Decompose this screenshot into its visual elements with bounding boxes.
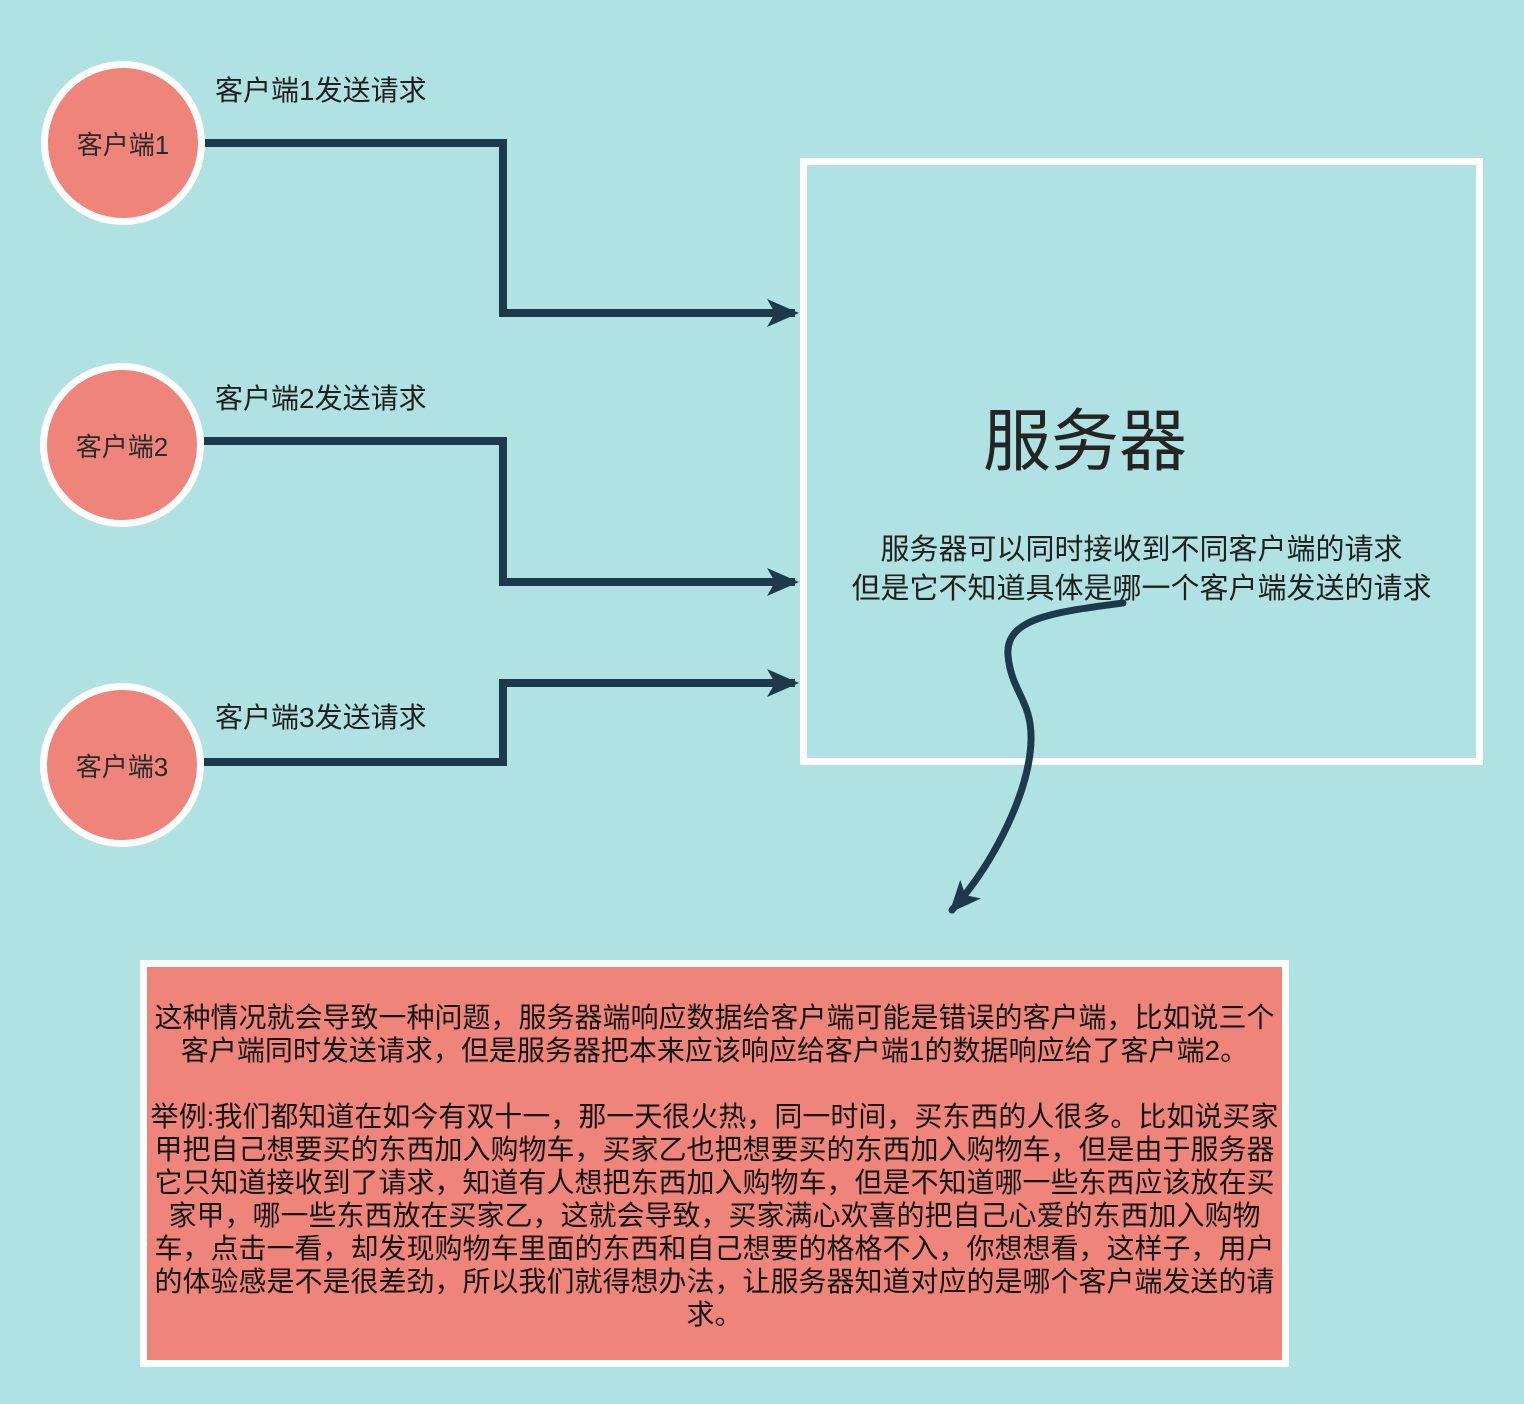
client-2-node: 客户端2 [40,363,204,527]
note-line: 的体验感是不是很差劲，所以我们就得想办法，让服务器知道对应的是哪个客户端发送的请 [154,1266,1275,1297]
note-line: 家甲，哪一些东西放在买家乙，这就会导致，买家满心欢喜的把自己心爱的东西加入购物 [168,1200,1261,1231]
note-line: 求。 [686,1299,743,1330]
client-3-node: 客户端3 [40,683,204,847]
note-line: 它只知道接收到了请求，知道有人想把东西加入购物车，但是不知道哪一些东西应该放在买 [154,1167,1275,1198]
note-line: 客户端同时发送请求，但是服务器把本来应该响应给客户端1的数据响应给了客户端2。 [180,1035,1249,1066]
client-1-arrow [205,139,799,327]
client-2-arrow-label: 客户端2发送请求 [215,383,427,414]
note-paragraph-2: 举例:我们都知道在如今有双十一，那一天很火热，同一时间，买东西的人很多。比如说买… [147,1100,1282,1331]
client-3-label: 客户端3 [75,751,169,782]
note-box: 这种情况就会导致一种问题，服务器端响应数据给客户端可能是错误的客户端，比如说三个… [140,960,1289,1367]
server-box [800,158,1483,765]
server-description: 服务器可以同时接收到不同客户端的请求 但是它不知道具体是哪一个客户端发送的请求 [810,531,1473,609]
note-line: 车，点击一看，却发现购物车里面的东西和自己想要的格格不入，你想想看，这样子，用户 [154,1233,1275,1264]
client-1-node: 客户端1 [41,61,205,225]
note-line: 这种情况就会导致一种问题，服务器端响应数据给客户端可能是错误的客户端，比如说三个 [154,1002,1275,1033]
client-1-arrow-label: 客户端1发送请求 [215,75,427,106]
server-description-line-2: 但是它不知道具体是哪一个客户端发送的请求 [851,573,1432,605]
note-line: 甲把自己想要买的东西加入购物车，买家乙也把想要买的东西加入购物车，但是由于服务器 [154,1134,1275,1165]
server-title: 服务器 [982,404,1187,480]
note-paragraph-1: 这种情况就会导致一种问题，服务器端响应数据给客户端可能是错误的客户端，比如说三个… [147,1001,1282,1067]
client-3-arrow-label: 客户端3发送请求 [215,702,427,733]
client-2-arrow [204,437,799,596]
client-1-label: 客户端1 [76,129,170,160]
server-description-line-1: 服务器可以同时接收到不同客户端的请求 [880,534,1403,566]
note-line: 举例:我们都知道在如今有双十一，那一天很火热，同一时间，买东西的人很多。比如说买… [150,1101,1279,1132]
client-2-label: 客户端2 [75,431,169,462]
